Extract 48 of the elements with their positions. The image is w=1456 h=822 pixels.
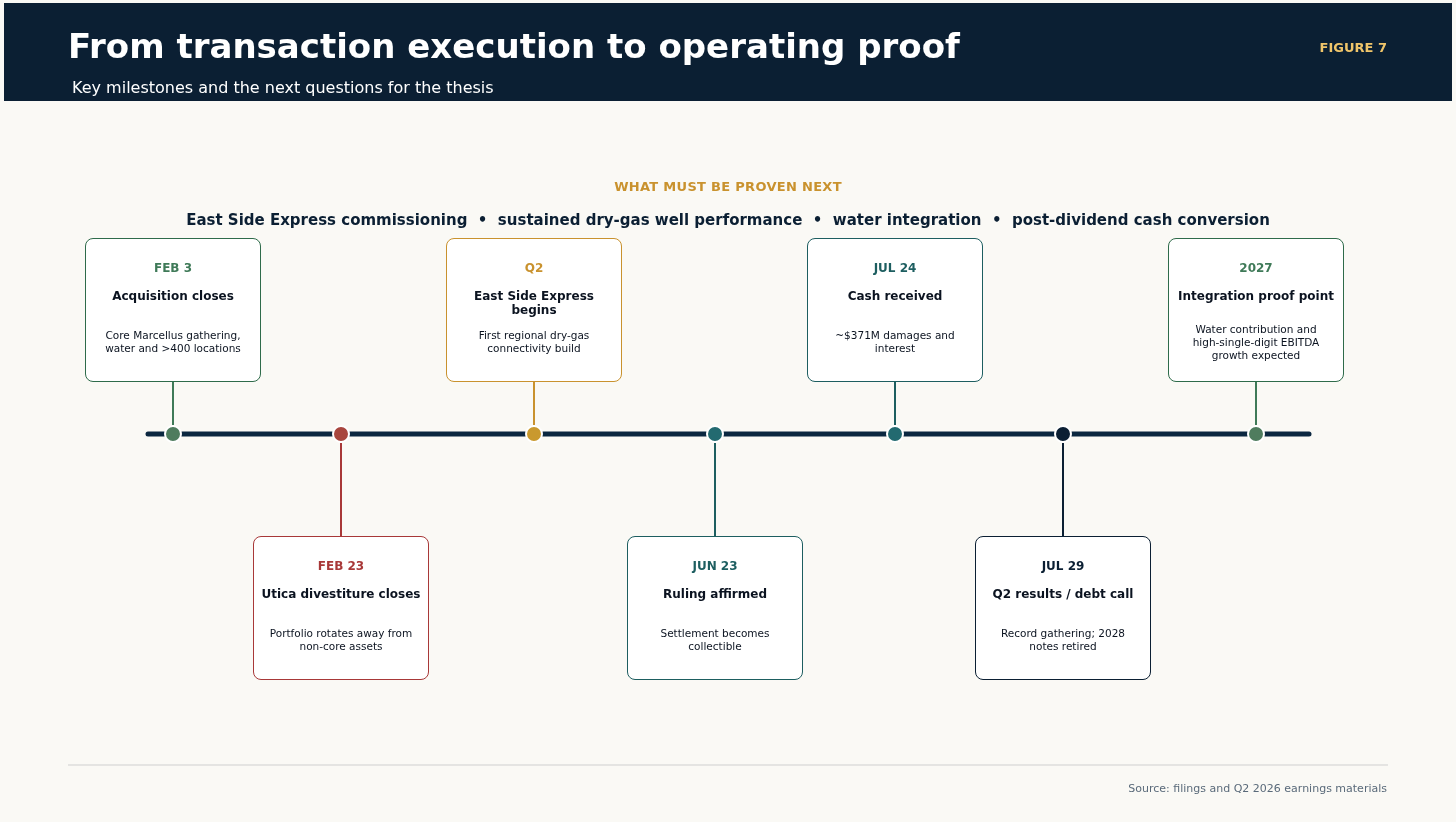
milestone-card <box>253 536 429 680</box>
milestone-title: East Side Express begins <box>473 289 595 317</box>
section-heading: WHAT MUST BE PROVEN NEXT <box>613 179 843 194</box>
timeline-marker <box>332 425 350 443</box>
milestone-description: Core Marcellus gathering, water and >400 locations <box>104 329 242 356</box>
milestone-card <box>85 238 261 382</box>
milestone-title: Q2 results / debt call <box>991 587 1135 601</box>
connector-line <box>172 381 174 426</box>
connector-line <box>533 381 535 426</box>
date-label: JUL 29 <box>1040 559 1086 573</box>
date-label: Q2 <box>523 261 545 275</box>
date-label: JUN 23 <box>690 559 739 573</box>
connector-line <box>340 442 342 537</box>
milestone-card <box>975 536 1151 680</box>
timeline-marker <box>706 425 724 443</box>
milestone-title: Acquisition closes <box>111 289 235 303</box>
milestone-description: Settlement becomes collectible <box>659 627 771 654</box>
milestone-card <box>807 238 983 382</box>
date-label: FEB 3 <box>152 261 194 275</box>
timeline-marker <box>164 425 182 443</box>
timeline-marker <box>1247 425 1265 443</box>
milestone-title: Ruling affirmed <box>662 587 768 601</box>
timeline-marker <box>886 425 904 443</box>
connector-line <box>1255 381 1257 426</box>
milestone-title: Utica divestiture closes <box>260 587 422 601</box>
milestone-card <box>627 536 803 680</box>
priorities-list: East Side Express commissioning • sustained dry-gas well performance • water integration • post-dividend cash conversion <box>0 211 1456 229</box>
milestone-description: Water contribution and high-single-digit EBITDA growth expected <box>1191 323 1321 363</box>
connector-line <box>894 381 896 426</box>
milestone-card <box>1168 238 1344 382</box>
figure-number: FIGURE 7 <box>1319 40 1387 55</box>
milestone-description: Portfolio rotates away from non-core assets <box>268 627 414 654</box>
milestone-description: ~$371M damages and interest <box>834 329 956 356</box>
subtitle: Key milestones and the next questions for the thesis <box>72 78 494 97</box>
timeline-marker <box>1054 425 1072 443</box>
title: From transaction execution to operating proof <box>68 26 960 66</box>
source-note: Source: filings and Q2 2026 earnings materials <box>1128 782 1387 795</box>
milestone-title: Integration proof point <box>1177 289 1335 303</box>
date-label: FEB 23 <box>316 559 366 573</box>
date-label: 2027 <box>1238 261 1274 275</box>
milestone-title: Cash received <box>846 289 944 303</box>
date-label: JUL 24 <box>872 261 918 275</box>
milestone-description: First regional dry-gas connectivity build <box>477 329 591 356</box>
timeline-marker <box>525 425 543 443</box>
connector-line <box>714 442 716 537</box>
milestone-description: Record gathering; 2028 notes retired <box>999 627 1127 654</box>
milestone-card <box>446 238 622 382</box>
connector-line <box>1062 442 1064 537</box>
